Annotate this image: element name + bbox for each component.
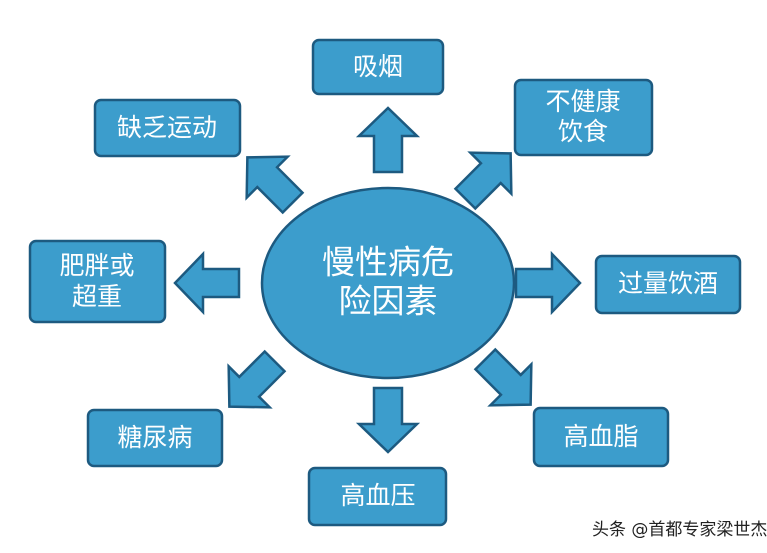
center-label-line1: 慢性病危: [322, 243, 454, 282]
factor-label: 高血脂: [563, 422, 638, 451]
factor-label: 不健康: [545, 87, 620, 116]
factor-label: 高血压: [340, 481, 415, 510]
factor-hyperlipidemia: 高血脂: [532, 406, 670, 468]
factor-label: 过量饮酒: [618, 269, 718, 298]
factor-label: 缺乏运动: [117, 113, 217, 142]
factor-label: 糖尿病: [117, 423, 192, 452]
arrow-to-hypertension: [357, 386, 419, 454]
arrow-to-obesity: [173, 252, 241, 314]
factor-label: 吸烟: [353, 52, 403, 81]
center-label-line2: 险因素: [339, 282, 438, 321]
arrow-to-smoking: [357, 106, 419, 174]
factor-label: 饮食: [558, 117, 608, 146]
watermark: 头条 @首都专家梁世杰: [592, 520, 767, 540]
center-ellipse: 慢性病危 险因素: [260, 186, 516, 380]
factor-label: 肥胖或: [59, 251, 134, 280]
factor-obesity: 肥胖或 超重: [28, 239, 167, 324]
arrow-to-alcohol: [514, 252, 582, 314]
factor-unhealthy-diet: 不健康 饮食: [513, 78, 654, 157]
factor-label: 超重: [72, 282, 122, 311]
factor-inactivity: 缺乏运动: [93, 98, 242, 158]
factor-alcohol: 过量饮酒: [594, 254, 742, 315]
factor-diabetes: 糖尿病: [86, 408, 224, 468]
factor-smoking: 吸烟: [311, 38, 445, 96]
factor-hypertension: 高血压: [307, 466, 448, 527]
